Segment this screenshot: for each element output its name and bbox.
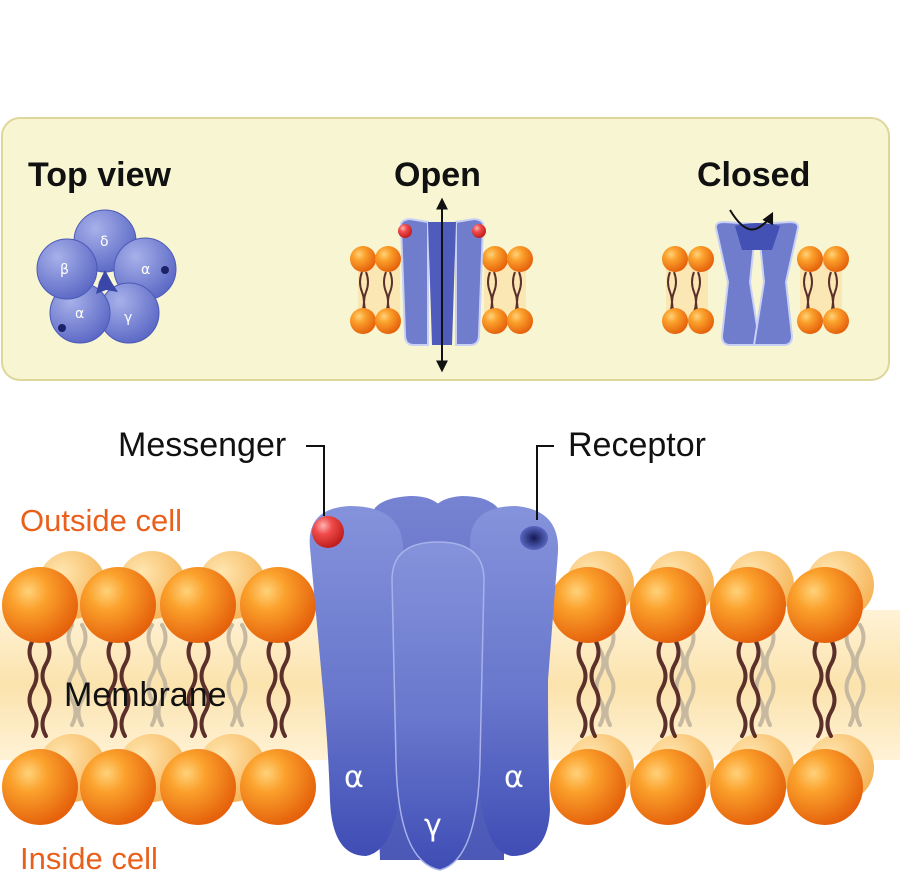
binding-site-dot bbox=[58, 324, 66, 332]
outside-cell-label: Outside cell bbox=[20, 503, 182, 538]
main-membrane bbox=[0, 551, 900, 825]
leader-lines bbox=[306, 445, 554, 520]
subunit-label: α bbox=[75, 306, 84, 322]
membrane-label: Membrane bbox=[64, 676, 227, 714]
mini-membrane-right bbox=[482, 246, 533, 334]
central-pore bbox=[96, 270, 118, 294]
subunit-label-gamma: γ bbox=[424, 808, 442, 843]
open-channel-diagram bbox=[350, 197, 533, 373]
closed-label: Closed bbox=[697, 156, 810, 194]
front-lipid-heads bbox=[2, 567, 863, 825]
alpha-subunit-right bbox=[470, 506, 559, 856]
inside-cell-label: Inside cell bbox=[20, 841, 158, 876]
front-lipid-tails bbox=[27, 638, 837, 738]
receptor-label: Receptor bbox=[568, 426, 706, 464]
subunit-label-alpha-left: α bbox=[344, 760, 364, 795]
blocked-ion-arrow bbox=[729, 209, 774, 231]
subunit-label: γ bbox=[124, 310, 132, 326]
binding-site-dot bbox=[161, 266, 169, 274]
closed-channel-diagram bbox=[662, 209, 849, 346]
mini-membrane-left bbox=[350, 246, 401, 334]
view-panel: Top view Open Closed δ α γ α β bbox=[1, 117, 890, 381]
messenger-label: Messenger bbox=[118, 426, 286, 464]
messenger-molecule bbox=[312, 516, 344, 548]
gamma-subunit bbox=[391, 541, 485, 871]
open-label: Open bbox=[394, 156, 481, 194]
mini-membrane-left-closed bbox=[662, 246, 714, 334]
subunit-label-alpha-right: α bbox=[504, 760, 524, 795]
top-view-label: Top view bbox=[28, 156, 171, 194]
alpha-subunit-left bbox=[309, 506, 403, 856]
messenger-mini bbox=[398, 224, 412, 238]
receptor-channel-protein: α γ α bbox=[309, 495, 559, 871]
top-view-pentamer: δ α γ α β bbox=[36, 209, 177, 344]
subunit-label: β bbox=[60, 262, 69, 278]
subunit-label: δ bbox=[100, 234, 109, 250]
subunit-label: α bbox=[141, 262, 150, 278]
receptor-binding-pocket bbox=[520, 526, 548, 550]
messenger-mini bbox=[472, 224, 486, 238]
subunit-beta-ball bbox=[36, 238, 98, 300]
mini-membrane-right-closed bbox=[797, 246, 849, 334]
